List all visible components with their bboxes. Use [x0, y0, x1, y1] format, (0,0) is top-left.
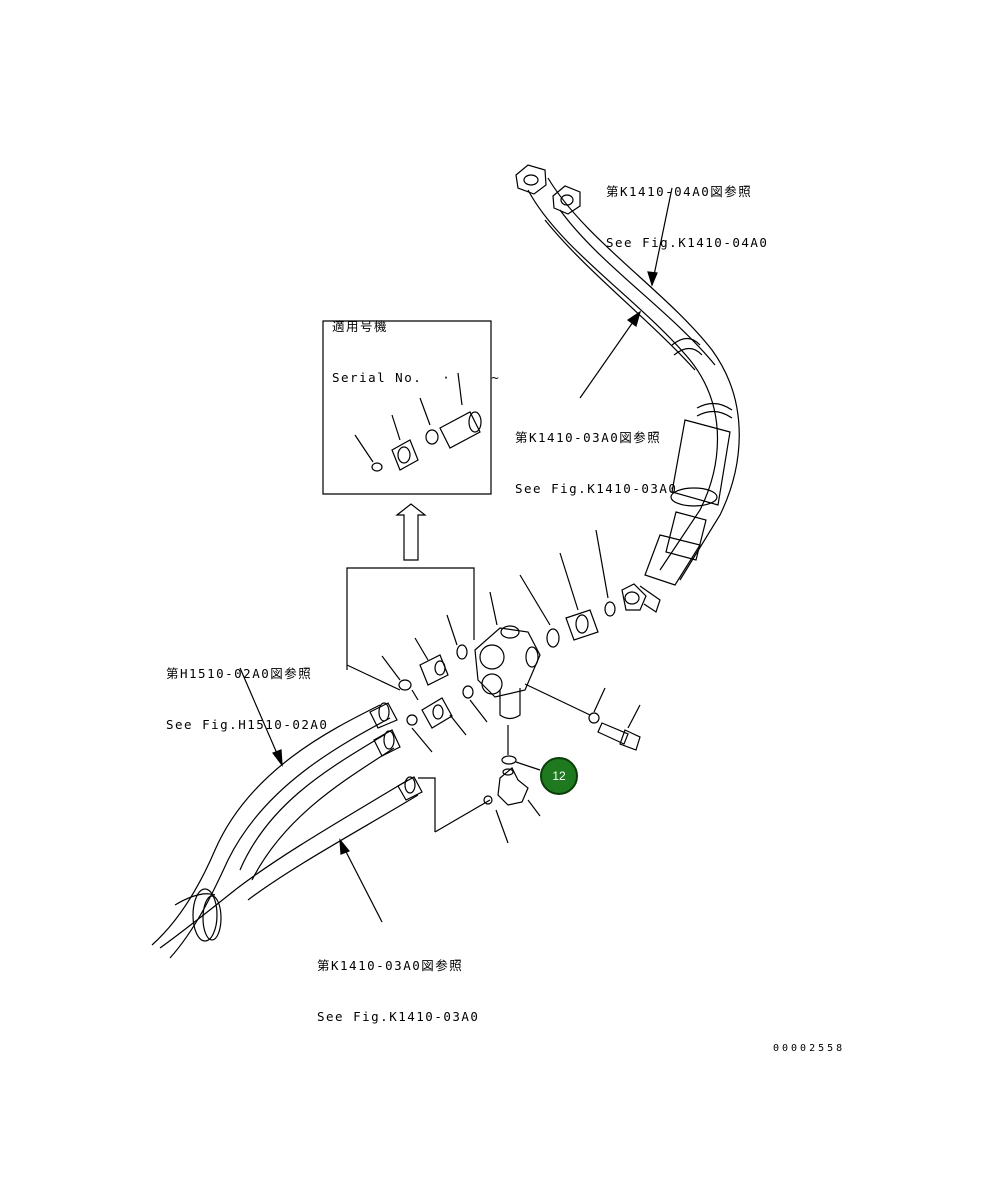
serial-en-row: Serial No. · ~ [332, 369, 500, 386]
ref-k1410-04-en: See Fig.K1410-04A0 [606, 235, 769, 250]
serial-tilde: ~ [491, 370, 501, 385]
ref-k1410-04-jp: 第K1410-04A0図参照 [606, 184, 753, 199]
document-id: 00002558 [773, 1043, 846, 1054]
ref-k1410-03-upper-jp: 第K1410-03A0図参照 [515, 430, 662, 445]
serial-label: 適用号機 Serial No. · ~ [332, 284, 500, 403]
part-callout-12[interactable]: 12 [540, 757, 578, 795]
upper-hose-nut-2 [553, 186, 580, 214]
ref-h1510-02-jp: 第H1510-02A0図参照 [166, 666, 313, 681]
hose-clamp-1 [672, 339, 702, 356]
upper-hose-assembly [516, 165, 739, 612]
leader-lines [240, 188, 672, 922]
serial-inset [323, 321, 491, 494]
up-arrow [397, 504, 425, 560]
detail-fittings [382, 615, 487, 752]
upper-hose-end-fittings [622, 512, 706, 612]
upper-hose-nut-1 [516, 165, 546, 194]
hose-sleeve [671, 420, 730, 506]
ref-k1410-03-lower-label: 第K1410-03A0図参照 See Fig.K1410-03A0 [317, 923, 479, 1042]
ref-h1510-02-label: 第H1510-02A0図参照 See Fig.H1510-02A0 [166, 631, 328, 750]
right-fittings [520, 530, 640, 750]
lower-hose-fitting-1 [370, 703, 397, 728]
serial-jp: 適用号機 [332, 319, 389, 334]
serial-en: Serial No. [332, 370, 423, 385]
serial-dot: · [442, 370, 452, 385]
lower-fittings [418, 725, 540, 843]
valve-block [475, 592, 590, 719]
hose-clamp-2 [697, 403, 732, 418]
ref-k1410-03-lower-jp: 第K1410-03A0図参照 [317, 958, 464, 973]
lower-hose-fitting-3 [398, 777, 422, 800]
grommet [175, 889, 221, 941]
bolt [598, 705, 640, 750]
ref-k1410-03-lower-en: See Fig.K1410-03A0 [317, 1009, 480, 1024]
ref-k1410-03-upper-en: See Fig.K1410-03A0 [515, 481, 678, 496]
part-callout-number: 12 [552, 769, 566, 783]
ref-k1410-04-label: 第K1410-04A0図参照 See Fig.K1410-04A0 [606, 149, 768, 268]
ref-h1510-02-en: See Fig.H1510-02A0 [166, 717, 329, 732]
lower-hose-fitting-2 [374, 730, 400, 756]
detail-box [347, 568, 474, 690]
lower-hose-assembly [152, 703, 422, 958]
ref-k1410-03-upper-label: 第K1410-03A0図参照 See Fig.K1410-03A0 [515, 395, 677, 514]
